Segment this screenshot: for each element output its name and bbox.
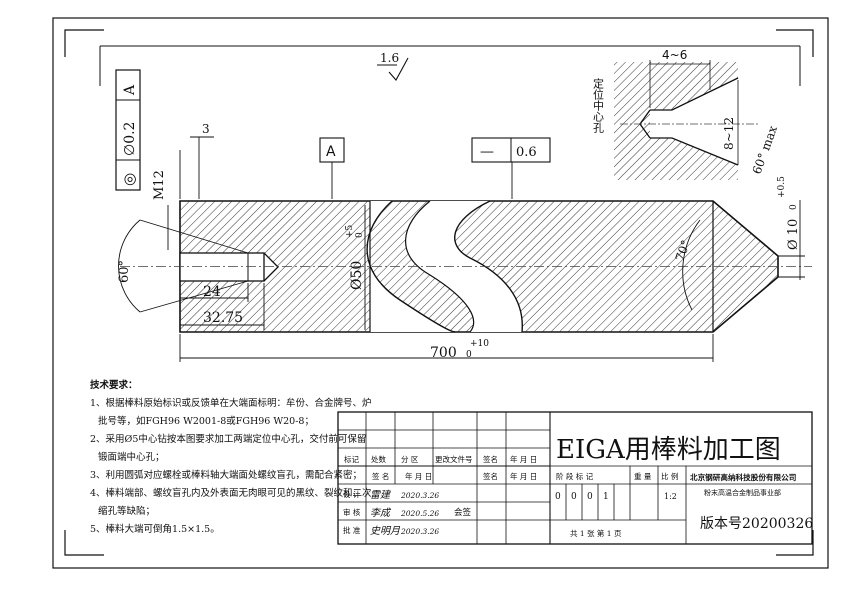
angle-70: 70° (673, 238, 693, 263)
runout-datum: A (122, 84, 138, 96)
rod-body (120, 200, 812, 333)
svg-text:更改文件号: 更改文件号 (435, 454, 473, 464)
svg-text:Ø50: Ø50 (349, 261, 365, 290)
angle-60: 60° (117, 260, 132, 283)
svg-text:1、根据棒料原始标识或反馈单在大端面标明：牟份、合金牌号、炉: 1、根据棒料原始标识或反馈单在大端面标明：牟份、合金牌号、炉 (90, 397, 372, 409)
svg-text:8~12: 8~12 (722, 117, 736, 150)
svg-text:1:2: 1:2 (664, 492, 677, 501)
svg-text:+5: +5 (345, 224, 355, 238)
svg-text:5、棒料大端可倒角1.5×1.5。: 5、棒料大端可倒角1.5×1.5。 (90, 523, 220, 535)
svg-text:0: 0 (466, 350, 472, 360)
svg-text:700: 700 (430, 345, 457, 361)
svg-text:+0.5: +0.5 (777, 176, 787, 198)
svg-text:共 1 张 第 1 页: 共 1 张 第 1 页 (570, 528, 622, 538)
gdt-runout-frame: ◎ ∅0.2 A (115, 69, 141, 191)
dim-dia-10: Ø 10 +0.5 0 (777, 176, 801, 250)
runout-tolerance: ∅0.2 (122, 122, 138, 156)
svg-text:0.6: 0.6 (516, 145, 537, 160)
svg-text:审 核: 审 核 (343, 507, 361, 517)
runout-symbol: ◎ (120, 173, 138, 186)
drawing-title: EIGA用棒料加工图 (556, 435, 781, 465)
svg-text:0: 0 (555, 492, 561, 502)
datum-a: A (319, 137, 345, 163)
dim-3: 3 (202, 122, 210, 136)
date-reviewer: 2020.5.26 (400, 509, 439, 518)
svg-text:Ø 10: Ø 10 (786, 219, 801, 250)
signature-designer: 雷建 (370, 489, 392, 501)
svg-text:0: 0 (587, 492, 593, 502)
dim-length-700: 700 +10 0 (430, 339, 489, 361)
company-name: 北京钢研高纳科技股份有限公司 (690, 472, 796, 482)
svg-text:签名: 签名 (483, 454, 498, 464)
svg-text:—: — (480, 144, 494, 160)
svg-text:4~6: 4~6 (662, 48, 687, 62)
svg-text:阶 段 标 记: 阶 段 标 记 (556, 471, 594, 481)
center-hole-detail: 4~6 8~12 60° max 定位中心孔 (592, 48, 780, 180)
dim-dia-50: Ø50 +5 0 (345, 224, 365, 290)
svg-text:批 准: 批 准 (343, 525, 361, 535)
signature-approver: 史明月 (370, 525, 401, 537)
svg-text:比 例: 比 例 (661, 471, 678, 481)
roughness-value: 1.6 (380, 51, 399, 65)
svg-text:4、棒料端部、螺纹盲孔内及外表面无肉眼可见的黑纹、裂纹和二次: 4、棒料端部、螺纹盲孔内及外表面无肉眼可见的黑纹、裂纹和二次 (90, 487, 372, 499)
svg-text:处数: 处数 (371, 454, 386, 464)
svg-text:签名: 签名 (483, 471, 498, 481)
svg-text:60° max: 60° max (750, 124, 780, 176)
flatness-frame: — 0.6 (471, 137, 551, 163)
svg-text:年 月 日: 年 月 日 (510, 471, 537, 481)
sheet-border (52, 17, 829, 569)
svg-text:+10: +10 (470, 339, 489, 349)
svg-text:标记: 标记 (344, 454, 359, 464)
svg-text:会签: 会签 (454, 507, 472, 518)
technical-notes: 技术要求： 1、根据棒料原始标识或反馈单在大端面标明：牟份、合金牌号、炉 批号等… (90, 379, 372, 535)
svg-text:A: A (326, 144, 336, 160)
dim-24: 24 (203, 284, 221, 300)
svg-text:0: 0 (571, 492, 577, 502)
dimension-lines (118, 137, 805, 362)
svg-text:批号等，如FGH96 W2001-8或FGH96 W20-8: 批号等，如FGH96 W2001-8或FGH96 W20-8； (98, 415, 314, 427)
roughness-symbol: 1.6 (377, 51, 409, 81)
svg-text:锻面端中心孔；: 锻面端中心孔； (98, 451, 165, 463)
version-number: 版本号20200326 (700, 516, 813, 532)
svg-text:签 名: 签 名 (372, 471, 389, 481)
thread-label: M12 (152, 170, 167, 200)
date-designer: 2020.3.26 (400, 491, 439, 500)
svg-text:3、利用圆弧对应螺栓或棒料轴大端面处螺纹盲孔，需配合紧密；: 3、利用圆弧对应螺栓或棒料轴大端面处螺纹盲孔，需配合紧密； (90, 469, 362, 481)
center-hole-label: 定位中心孔 (592, 77, 605, 134)
title-block: EIGA用棒料加工图 标记 处数 分 区 更改文件号 签名 年 月 日 签 名 … (337, 411, 813, 545)
svg-text:设 计: 设 计 (343, 489, 361, 499)
department-name: 粉末高温合金制品事业部 (704, 488, 781, 497)
svg-text:重 量: 重 量 (634, 472, 652, 481)
svg-text:0: 0 (355, 232, 365, 238)
signature-reviewer: 李成 (370, 507, 392, 519)
svg-text:年 月 日: 年 月 日 (405, 471, 432, 481)
corner-marks (64, 29, 814, 556)
drawing-frame (99, 45, 801, 86)
svg-text:2、采用Ø5中心钻按本图要求加工两端定位中心孔，交付前可保留: 2、采用Ø5中心钻按本图要求加工两端定位中心孔，交付前可保留 (90, 433, 366, 445)
svg-text:0: 0 (789, 204, 799, 210)
svg-text:缩孔等缺陷；: 缩孔等缺陷； (98, 505, 155, 517)
dim-32-75: 32.75 (203, 310, 243, 326)
svg-text:年 月 日: 年 月 日 (510, 454, 537, 464)
notes-heading: 技术要求： (90, 379, 138, 391)
svg-text:1: 1 (603, 492, 609, 502)
date-approver: 2020.3.26 (400, 527, 439, 536)
svg-text:分 区: 分 区 (401, 455, 419, 464)
